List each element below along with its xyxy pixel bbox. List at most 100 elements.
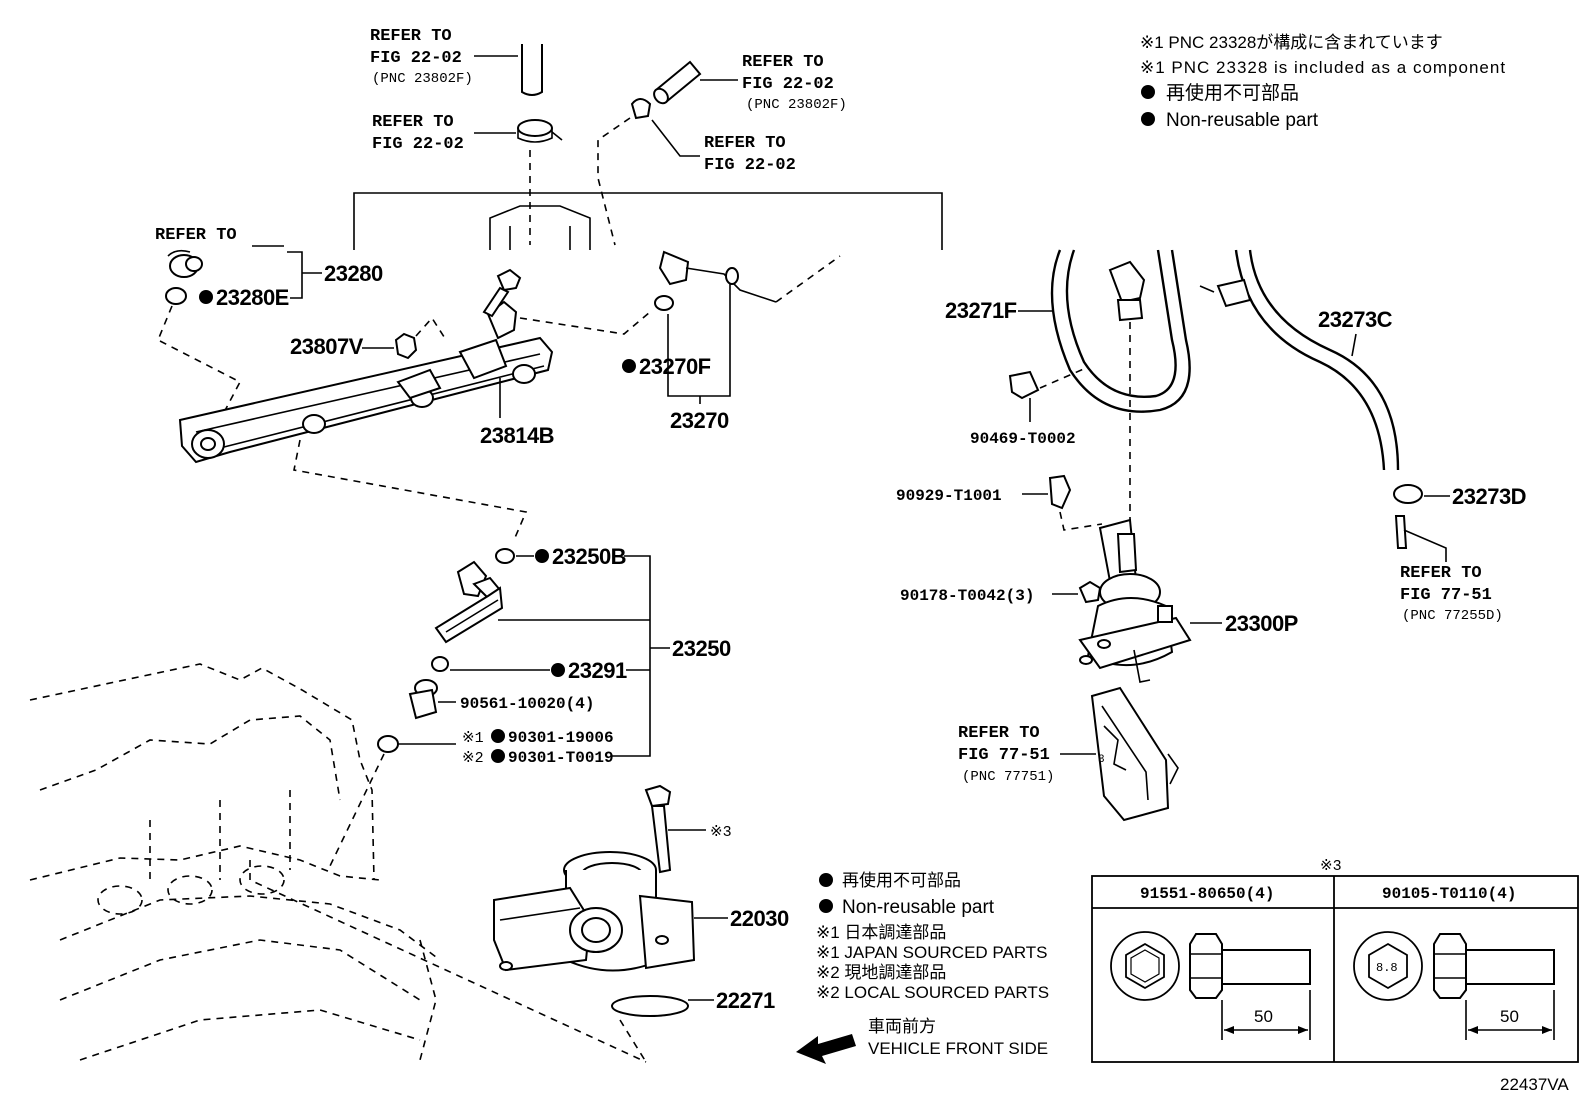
label-90301-t0019[interactable]: ※2 90301-T0019 [462,749,614,767]
label-23291[interactable]: 23291 [450,658,650,683]
label-90178[interactable]: 90178-T0042(3) [900,580,1102,605]
purge-vsv-icon [1078,518,1192,683]
label-23273d[interactable]: 23273D [1393,484,1527,509]
svg-text:※2: ※2 [462,750,484,767]
label-90301-19006[interactable]: ※1 90301-19006 [462,729,614,747]
figure-id: 22437VA [1500,1075,1569,1094]
label-90561[interactable]: 90561-10020(4) [438,695,594,713]
refer-fig-77-51-a[interactable]: REFER TO FIG 77-51 (PNC 77255D) [1400,564,1503,624]
vacuum-hose-23273c-icon [1199,249,1400,471]
svg-text:50: 50 [1500,1007,1519,1026]
svg-text:23273C: 23273C [1318,307,1393,332]
label-90929[interactable]: 90929-T1001 [896,474,1072,510]
bolt-length-dim-2: 50 [1465,990,1555,1040]
label-23273c[interactable]: 23273C [1318,307,1393,357]
legend: 再使用不可部品 Non-reusable part ※1 日本調達部品 ※1 J… [816,870,1049,1002]
svg-text:Non-reusable part: Non-reusable part [842,897,995,918]
label-22271[interactable]: 22271 [688,988,775,1013]
label-23280e[interactable]: 23280E [165,285,289,310]
label-23300p[interactable]: 23300P [1190,611,1298,636]
refer-to-partial[interactable]: REFER TO [155,226,284,247]
svg-text:23814B: 23814B [480,423,554,448]
svg-text:REFER TO: REFER TO [155,226,237,245]
bolt-col-header-2: 90105-T0110(4) [1382,885,1516,903]
label-mark3-bolt[interactable]: ※3 [668,824,732,841]
refer-fig-22-02-d[interactable]: REFER TO FIG 22-02 [651,119,796,175]
label-23250[interactable]: 23250 [650,636,731,661]
svg-text:90178-T0042(3): 90178-T0042(3) [900,587,1034,605]
non-reusable-dot-icon [1141,112,1155,126]
bolt-head-hex-icon [1110,931,1180,1001]
label-23814b[interactable]: 23814B [480,378,555,448]
group-bracket-23270 [667,284,731,397]
svg-text:23270F: 23270F [639,354,711,379]
label-23270f[interactable]: 23270F [622,354,711,379]
vehicle-front-indicator: 車両前方 VEHICLE FRONT SIDE [796,1017,1048,1064]
svg-text:REFER TO: REFER TO [958,724,1040,743]
svg-text:23271F: 23271F [945,298,1017,323]
svg-text:90929-T1001: 90929-T1001 [896,487,1002,505]
non-reusable-dot-icon [551,663,565,677]
svg-text:23807V: 23807V [290,334,364,359]
svg-text:90301-19006: 90301-19006 [508,729,614,747]
bolt-spec-table: ※3 91551-80650(4) 90105-T0110(4) 50 [1091,858,1579,1063]
svg-text:22030: 22030 [730,906,789,931]
svg-text:(PNC 77255D): (PNC 77255D) [1402,608,1503,624]
label-23280[interactable]: 23280 [287,251,383,299]
svg-text:REFER TO: REFER TO [742,53,824,72]
svg-text:※1 日本調達部品: ※1 日本調達部品 [816,923,946,942]
o-ring-icon [431,656,449,672]
bolt-length-dim-1: 50 [1221,990,1311,1040]
svg-text:(PNC 23802F): (PNC 23802F) [746,97,847,113]
label-23807v[interactable]: 23807V [290,334,394,359]
label-22030[interactable]: 22030 [694,906,789,931]
svg-text:REFER TO: REFER TO [1400,564,1482,583]
svg-text:50: 50 [1254,1007,1273,1026]
throttle-body-icon [493,851,696,972]
label-23250b[interactable]: 23250B [495,544,627,569]
fuel-pipe-stub-icon [521,44,543,96]
svg-text:23280: 23280 [324,261,383,286]
note-component-en: ※1 PNC 23328 is included as a component [1140,58,1506,77]
svg-text:23280E: 23280E [216,285,289,310]
label-23270[interactable]: 23270 [670,396,729,433]
nut-icon [1078,580,1102,604]
svg-text:※2 現地調達部品: ※2 現地調達部品 [816,963,946,982]
non-reusable-dot-icon [491,749,505,763]
non-reusable-dot-icon [491,729,505,743]
group-bracket-23280 [353,192,943,250]
fuel-hose-end-icon [653,60,702,105]
non-reusable-dot-icon [535,549,549,563]
fuel-sensor-connector-icon [658,250,777,303]
refer-fig-22-02-a[interactable]: REFER TO FIG 22-02 (PNC 23802F) [370,27,518,87]
fuel-rail-icon [178,300,554,464]
svg-text:再使用不可部品: 再使用不可部品 [842,870,961,890]
svg-text:※1 JAPAN SOURCED PARTS: ※1 JAPAN SOURCED PARTS [816,943,1048,962]
hose-clip-icon [630,98,652,120]
non-reusable-dot-icon [819,873,833,887]
note-nonreuse-ja: 再使用不可部品 [1166,82,1299,104]
non-reusable-dot-icon [1141,85,1155,99]
rail-bolt-icon [482,268,522,318]
svg-text:FIG 22-02: FIG 22-02 [370,49,462,68]
bolt-col-header-1: 91551-80650(4) [1140,885,1274,903]
gasket-icon [611,995,689,1017]
label-90469[interactable]: 90469-T0002 [970,367,1087,448]
refer-fig-22-02-c[interactable]: REFER TO FIG 22-02 (PNC 23802F) [700,53,847,113]
label-23271f[interactable]: 23271F [945,298,1052,323]
vsv-bracket-icon: 3 [1090,686,1179,822]
refer-fig-77-51-b[interactable]: REFER TO FIG 77-51 (PNC 77751) [958,724,1096,785]
svg-text:3: 3 [1098,754,1105,766]
svg-text:23250: 23250 [672,636,731,661]
svg-text:※1: ※1 [462,730,484,747]
bolt-side-icon [1189,933,1311,999]
svg-text:※2 LOCAL SOURCED PARTS: ※2 LOCAL SOURCED PARTS [816,983,1049,1002]
clip-icon [1048,474,1072,510]
note-nonreuse-en: Non-reusable part [1166,110,1319,131]
svg-text:22271: 22271 [716,988,775,1013]
bolt-side-icon [1433,933,1555,999]
svg-text:23291: 23291 [568,658,627,683]
svg-text:FIG 22-02: FIG 22-02 [704,156,796,175]
o-ring-icon [377,735,399,753]
refer-fig-22-02-b[interactable]: REFER TO FIG 22-02 [372,113,516,154]
